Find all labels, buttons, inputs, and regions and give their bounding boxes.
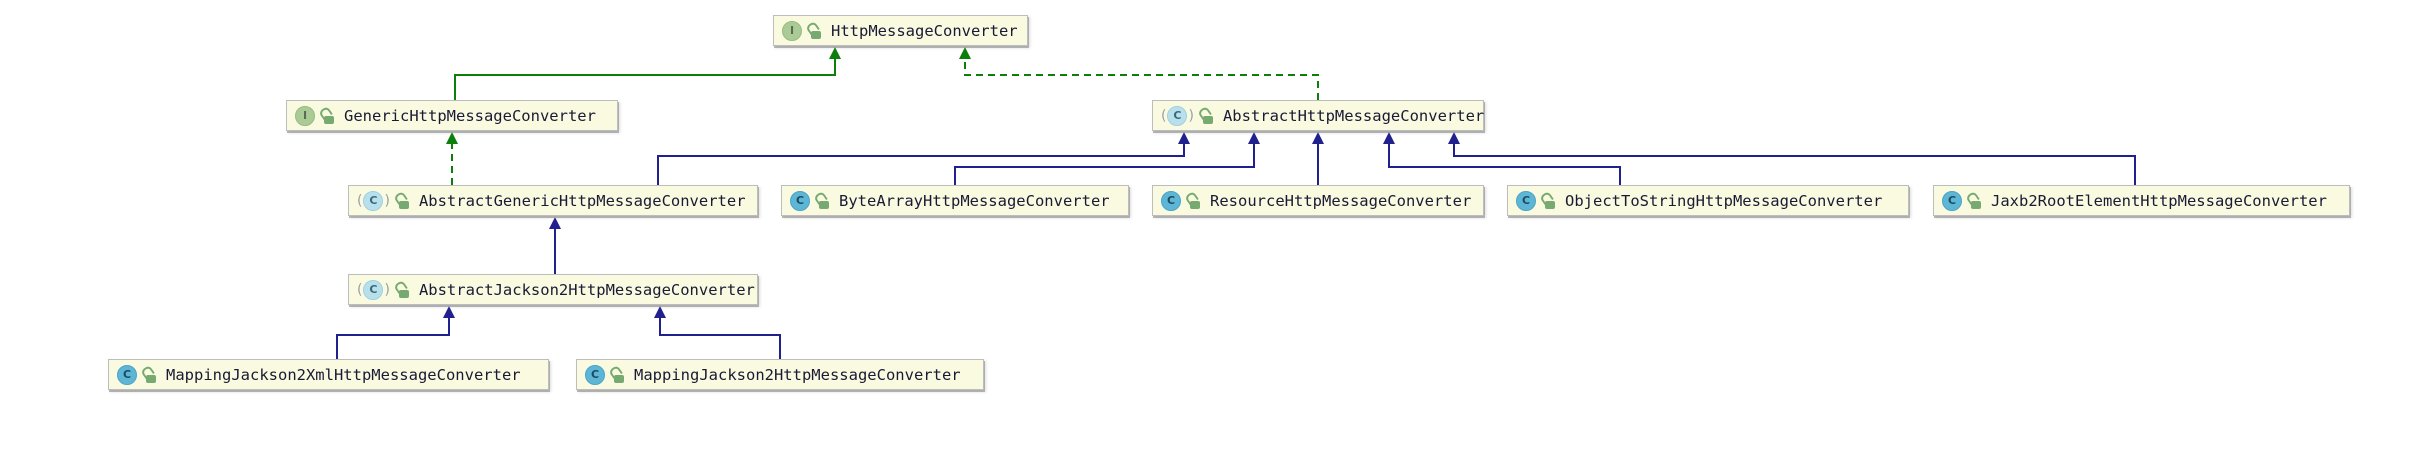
inheritance-arrowhead-icon [1248, 132, 1260, 144]
class-icon: C [1161, 190, 1181, 211]
class-name-label: MappingJackson2XmlHttpMessageConverter [166, 365, 521, 384]
class-name-label: AbstractJackson2HttpMessageConverter [418, 280, 755, 299]
class-name-label: HttpMessageConverter [831, 21, 1018, 40]
inheritance-arrowhead-icon [829, 47, 841, 59]
edge-mapping-jackson2-to-abstract-jackson2 [654, 306, 781, 359]
inheritance-arrowhead-icon [1312, 132, 1324, 144]
edge-generic-to-http [454, 47, 841, 100]
edge-abstract-generic-to-abstract [657, 132, 1190, 185]
abstract-class-icon: C [357, 279, 390, 300]
public-open-lock-icon [393, 190, 410, 210]
class-icon: C [117, 364, 137, 385]
inheritance-arrowhead-icon [654, 306, 666, 318]
abstract-class-icon: C [1161, 105, 1194, 126]
inheritance-arrowhead-icon [959, 47, 971, 59]
class-name-label: AbstractHttpMessageConverter [1222, 106, 1485, 125]
class-icon: C [585, 364, 605, 385]
edge-jaxb2-to-abstract [1448, 132, 2136, 185]
public-open-lock-icon [1184, 190, 1201, 210]
inheritance-arrowhead-icon [1448, 132, 1460, 144]
class-node-objecttostringhttpmessageconverter[interactable]: C ObjectToStringHttpMessageConverter [1507, 185, 1909, 216]
class-node-abstracthttpmessageconverter[interactable]: C AbstractHttpMessageConverter [1152, 100, 1484, 131]
class-node-jaxb2rootelementhttpmessageconverter[interactable]: C Jaxb2RootElementHttpMessageConverter [1933, 185, 2350, 216]
public-open-lock-icon [813, 190, 830, 210]
public-open-lock-icon [393, 279, 410, 299]
inheritance-arrowhead-icon [446, 132, 458, 144]
edge-object-to-string-to-abstract [1383, 132, 1621, 185]
class-node-mappingjackson2xmlhttpmessageconverter[interactable]: C MappingJackson2XmlHttpMessageConverter [108, 359, 549, 390]
class-node-mappingjackson2httpmessageconverter[interactable]: C MappingJackson2HttpMessageConverter [576, 359, 984, 390]
class-node-bytearrayhttpmessageconverter[interactable]: C ByteArrayHttpMessageConverter [781, 185, 1129, 216]
public-open-lock-icon [805, 20, 822, 40]
class-name-label: GenericHttpMessageConverter [344, 106, 596, 125]
class-name-label: MappingJackson2HttpMessageConverter [634, 365, 961, 384]
abstract-class-icon: C [357, 190, 390, 211]
public-open-lock-icon [1197, 105, 1214, 125]
inheritance-arrowhead-icon [1178, 132, 1190, 144]
edge-mapping-jackson2-xml-to-abstract-jackson2 [336, 306, 455, 359]
class-node-httpmessageconverter[interactable]: I HttpMessageConverter [773, 15, 1028, 46]
public-open-lock-icon [1965, 190, 1982, 210]
edge-abstract-to-http [959, 47, 1319, 100]
class-icon: C [790, 190, 810, 211]
edge-byte-array-to-abstract [954, 132, 1260, 185]
inheritance-arrowhead-icon [1383, 132, 1395, 144]
class-name-label: ResourceHttpMessageConverter [1210, 191, 1472, 210]
class-node-abstractjackson2httpmessageconverter[interactable]: C AbstractJackson2HttpMessageConverter [348, 274, 758, 305]
edge-resource-to-abstract [1312, 132, 1324, 185]
inheritance-arrowhead-icon [549, 217, 561, 229]
interface-icon: I [782, 20, 802, 41]
public-open-lock-icon [318, 105, 335, 125]
class-icon: C [1516, 190, 1536, 211]
edge-abstract-jackson2-to-abstract-generic [549, 217, 561, 274]
class-name-label: ObjectToStringHttpMessageConverter [1565, 191, 1883, 210]
class-node-abstractgenerichttpmessageconverter[interactable]: C AbstractGenericHttpMessageConverter [348, 185, 758, 216]
interface-icon: I [295, 105, 315, 126]
class-node-resourcehttpmessageconverter[interactable]: C ResourceHttpMessageConverter [1152, 185, 1484, 216]
public-open-lock-icon [1539, 190, 1556, 210]
class-node-generichttpmessageconverter[interactable]: I GenericHttpMessageConverter [286, 100, 618, 131]
class-name-label: AbstractGenericHttpMessageConverter [418, 191, 746, 210]
class-name-label: ByteArrayHttpMessageConverter [839, 191, 1110, 210]
inheritance-arrowhead-icon [443, 306, 455, 318]
class-icon: C [1942, 190, 1962, 211]
class-name-label: Jaxb2RootElementHttpMessageConverter [1991, 191, 2327, 210]
edge-abstract-generic-to-generic [446, 132, 458, 185]
public-open-lock-icon [140, 364, 157, 384]
public-open-lock-icon [608, 364, 625, 384]
